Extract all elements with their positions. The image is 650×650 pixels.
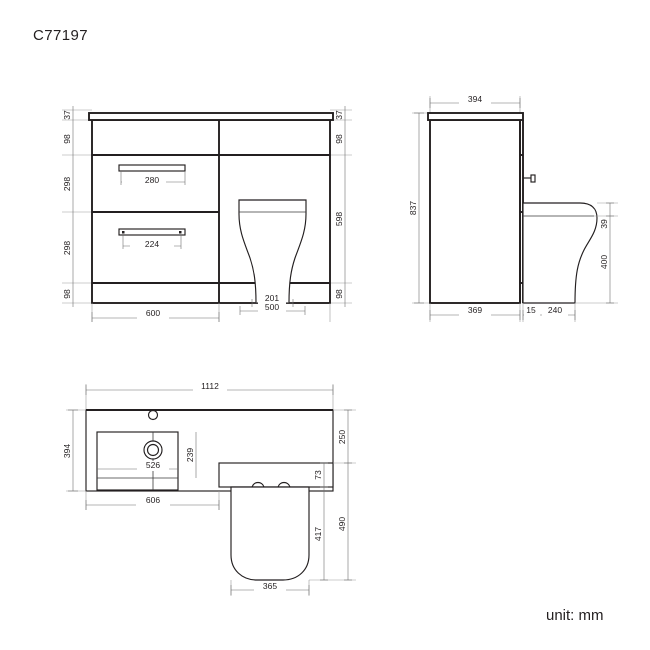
side-dim-right-39: 39 [599, 219, 609, 229]
front-dim-right-598: 598 [334, 212, 344, 226]
side-dim-left-837: 837 [408, 201, 418, 215]
front-dim-left-298-upper: 298 [62, 177, 72, 191]
side-fixing-bracket-upper [523, 174, 536, 183]
side-dim-top-394: 394 [468, 94, 482, 104]
front-handle-upper [118, 164, 186, 172]
plan-toilet-seat [230, 486, 310, 581]
plan-dim-basin-606: 606 [146, 495, 160, 505]
side-dim-bottom-369: 369 [468, 305, 482, 315]
side-dim-bottom-240: 240 [548, 305, 562, 315]
front-dim-right-98-bottom: 98 [334, 289, 344, 299]
plan-dim-right-250: 250 [337, 430, 347, 444]
side-worktop [427, 112, 524, 121]
front-handle-lower-screw-left [122, 231, 125, 234]
front-dim-left-298-lower: 298 [62, 241, 72, 255]
front-elevation-view: 37 98 298 298 98 37 98 598 98 [62, 106, 352, 322]
plan-dim-basin-239: 239 [185, 448, 195, 462]
front-handle-lower-screw-right [179, 231, 182, 234]
plan-tap-hole [147, 409, 159, 421]
side-dimline-400 [606, 216, 614, 304]
side-dimline-837 [414, 112, 424, 304]
front-dim-left-98-bottom: 98 [62, 289, 72, 299]
plan-waste-inner [146, 443, 160, 457]
plan-dim-toilet-73: 73 [313, 470, 323, 480]
front-bottom-extension-lines [91, 303, 331, 322]
plan-dim-left-394: 394 [62, 444, 72, 458]
plan-dimline-394 [68, 409, 78, 492]
front-handle-upper-label: 280 [145, 175, 159, 185]
plan-dimline-417 [320, 487, 328, 581]
front-handle-lower-label: 224 [145, 239, 159, 249]
plan-dimline-490 [344, 463, 352, 581]
front-dim-bottom-600: 600 [146, 308, 160, 318]
plan-toilet-hinge-right [277, 481, 291, 488]
unit-note: unit: mm [546, 607, 604, 624]
plan-view: 1112 394 [62, 381, 356, 596]
plan-dim-top-1112: 1112 [201, 381, 219, 391]
front-dim-bottom-500: 500 [265, 302, 279, 312]
side-cabinet-body [429, 119, 521, 304]
front-worktop [88, 112, 334, 121]
plan-toilet-cistern [218, 462, 334, 488]
front-extension-lines-left [62, 109, 92, 304]
front-dim-left-98-top: 98 [62, 134, 72, 144]
page-title: C77197 [33, 27, 88, 44]
front-dim-bottom-201: 201 [265, 293, 279, 303]
side-dim-right-400: 400 [599, 255, 609, 269]
plan-dim-toilet-365: 365 [263, 581, 277, 591]
front-dim-right-98-top: 98 [334, 134, 344, 144]
plan-dim-toilet-417: 417 [313, 527, 323, 541]
front-extension-lines-right [330, 109, 352, 304]
side-dimline-39 [606, 202, 614, 217]
side-elevation-view: 394 837 [408, 94, 618, 322]
side-dim-bottom-15: 15 [526, 305, 536, 315]
plan-dim-right-490: 490 [337, 517, 347, 531]
plan-dim-basin-526: 526 [146, 460, 160, 470]
front-handle-lower [118, 228, 186, 236]
front-dim-left-37: 37 [62, 110, 72, 120]
plan-toilet-hinge-left [251, 481, 265, 488]
front-dim-right-37: 37 [334, 110, 344, 120]
side-toilet-body [522, 202, 598, 304]
